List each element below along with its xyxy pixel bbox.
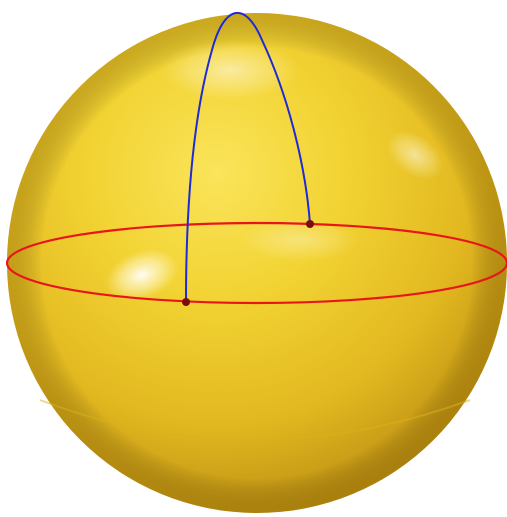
point-front bbox=[182, 298, 190, 306]
point-back bbox=[306, 220, 314, 228]
highlight-top bbox=[160, 40, 300, 100]
